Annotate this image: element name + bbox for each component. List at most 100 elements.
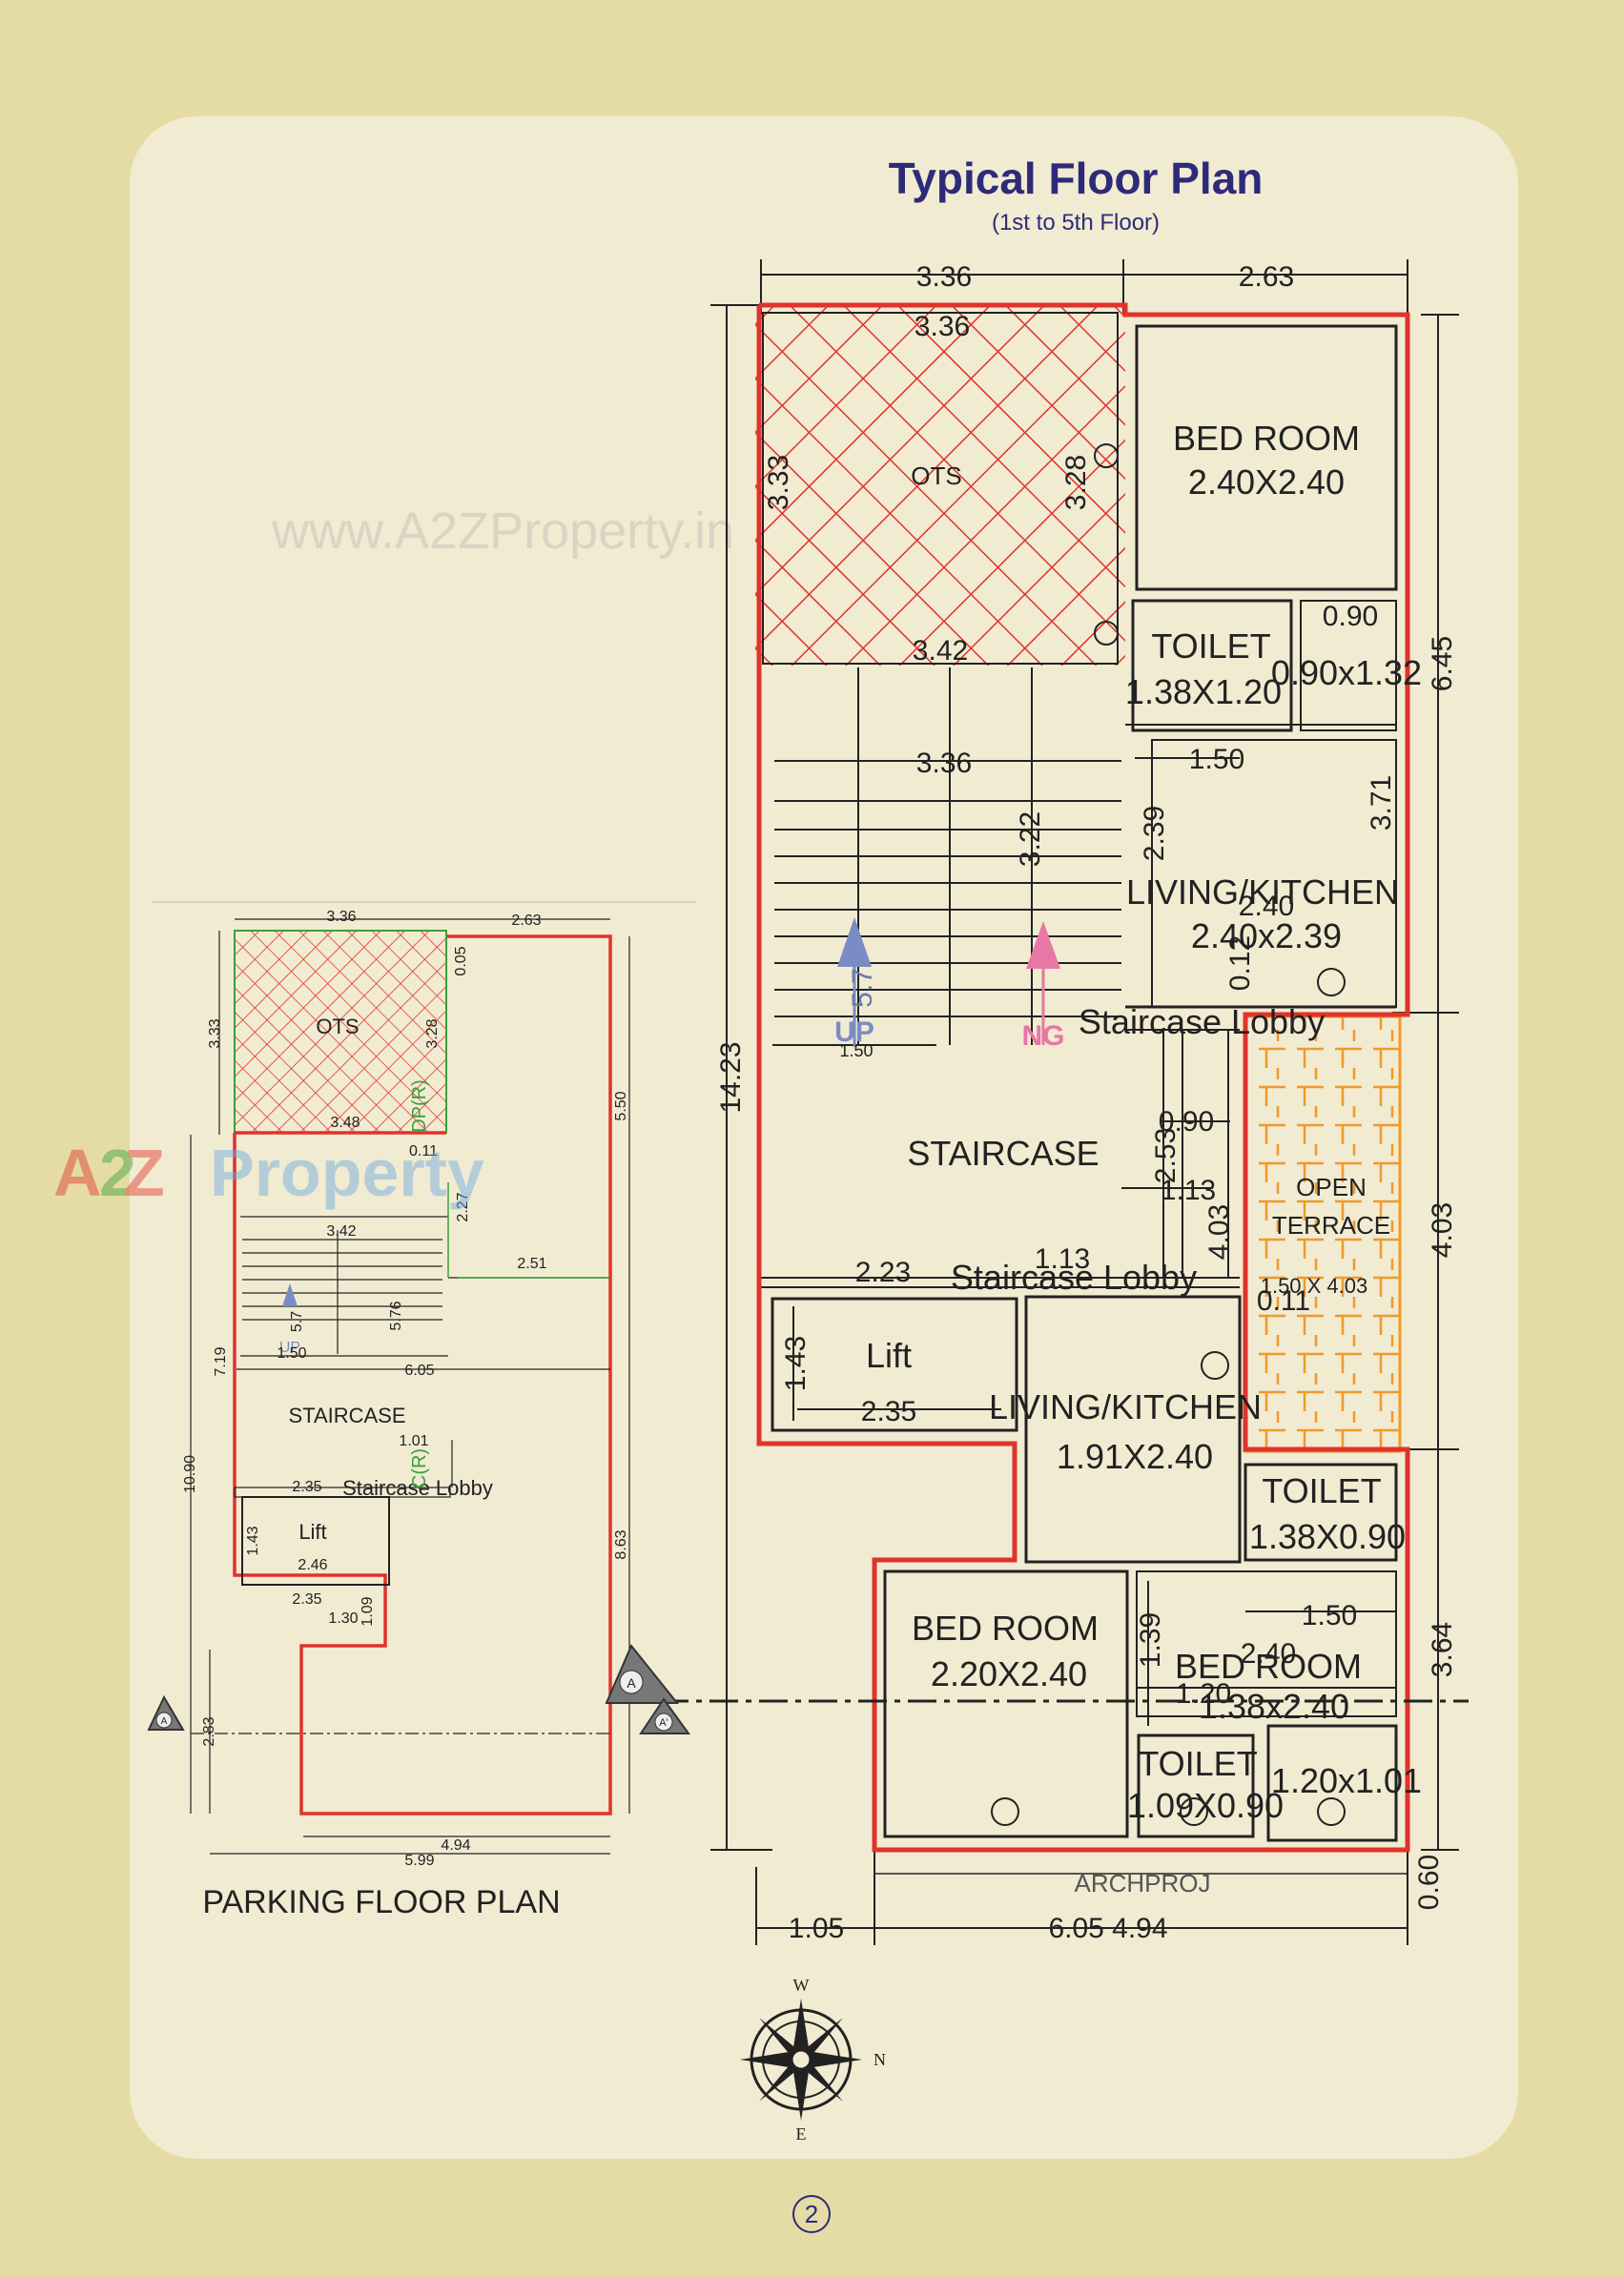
dim-150a: 1.50 bbox=[1189, 744, 1244, 775]
bed-room-2-size: 2.20X2.40 bbox=[931, 1654, 1087, 1693]
p-dim-109: 1.09 bbox=[360, 1596, 376, 1626]
bed-room-1-label: BED ROOM bbox=[1173, 419, 1360, 458]
dim-011: 0.11 bbox=[1257, 1285, 1310, 1317]
parking-staircase-lobby-label: Staircase Lobby bbox=[342, 1476, 493, 1500]
section-marker-a-prime: A' bbox=[639, 1697, 690, 1734]
bed-room-3-size: 1.38x2.40 bbox=[1199, 1687, 1349, 1726]
p-dim-251: 2.51 bbox=[517, 1256, 546, 1272]
toilet-3-label: TOILET bbox=[1138, 1744, 1257, 1783]
p-dim-605: 6.05 bbox=[404, 1363, 434, 1379]
bed-room-1-size: 2.40X2.40 bbox=[1188, 462, 1345, 502]
p-dim-283: 2.83 bbox=[201, 1716, 217, 1746]
p-dim-235a: 2.35 bbox=[292, 1479, 321, 1495]
dim-403b: 4.03 bbox=[1427, 1202, 1458, 1258]
typical-floor-plan bbox=[610, 259, 1469, 1945]
page-title: Typical Floor Plan bbox=[889, 154, 1264, 203]
dim-stair-landing: 1.50 bbox=[839, 1041, 873, 1060]
parking-plan-title: PARKING FLOOR PLAN bbox=[202, 1884, 560, 1920]
living-kitchen-2-size: 1.91X2.40 bbox=[1057, 1437, 1213, 1476]
open-terrace-label-2: TERRACE bbox=[1272, 1211, 1390, 1240]
dim-stair-right: 3.22 bbox=[1015, 811, 1046, 867]
marker-a-prime-label: A' bbox=[659, 1717, 668, 1729]
dim-150b: 1.50 bbox=[1302, 1600, 1357, 1631]
parking-floor-plan bbox=[190, 918, 630, 1855]
watermark-brand-2: 2 bbox=[99, 1136, 136, 1210]
up-label: UP bbox=[834, 1016, 874, 1048]
p-dim-719: 7.19 bbox=[213, 1346, 229, 1376]
dim-stair-width: 3.36 bbox=[916, 748, 972, 779]
p-dim-143: 1.43 bbox=[245, 1526, 261, 1555]
lift-label: Lift bbox=[866, 1336, 912, 1375]
p-dim-235b: 2.35 bbox=[292, 1591, 321, 1608]
p-dim-494: 4.94 bbox=[441, 1837, 470, 1854]
p-dim-263: 2.63 bbox=[511, 913, 541, 929]
watermark-brand-property: Property bbox=[210, 1136, 484, 1210]
watermark-brand-z: Z bbox=[124, 1136, 165, 1210]
bed-room-2-label: BED ROOM bbox=[912, 1609, 1099, 1648]
staircase-label: STAIRCASE bbox=[907, 1134, 1099, 1173]
compass-e: E bbox=[796, 2124, 807, 2144]
staircase-lobby-top-label: Staircase Lobby bbox=[1079, 1002, 1325, 1041]
dim-403a: 4.03 bbox=[1203, 1204, 1235, 1260]
dim-top-right: 2.63 bbox=[1239, 261, 1294, 293]
p-dim-150: 1.50 bbox=[277, 1345, 306, 1362]
living-kitchen-2-label: LIVING/KITCHEN bbox=[989, 1387, 1262, 1426]
p-dim-1090: 10.90 bbox=[182, 1455, 198, 1493]
open-terrace-size: 1.50 X 4.03 bbox=[1261, 1274, 1368, 1298]
dim-ots-bottom: 3.42 bbox=[913, 635, 968, 667]
dim-120: 1.20 bbox=[1176, 1678, 1231, 1710]
p-dim-57: 5.7 bbox=[289, 1311, 305, 1332]
dim-143: 1.43 bbox=[780, 1336, 812, 1391]
toilet-1-label: TOILET bbox=[1151, 626, 1270, 666]
staircase-lobby-bottom-label: Staircase Lobby bbox=[951, 1258, 1197, 1297]
dim-ots-top: 3.36 bbox=[915, 311, 970, 342]
section-marker-left: A bbox=[147, 1694, 185, 1731]
dim-ots-left: 3.33 bbox=[763, 455, 794, 510]
dim-060: 0.60 bbox=[1413, 1855, 1445, 1910]
marker-left-label: A bbox=[161, 1716, 168, 1727]
watermark-brand-a: A bbox=[53, 1136, 102, 1210]
parking-ots-label: OTS bbox=[316, 1015, 359, 1038]
section-marker-a: A bbox=[605, 1644, 680, 1704]
toilet-1-size: 1.38X1.20 bbox=[1125, 672, 1282, 711]
p-dim-011: 0.11 bbox=[409, 1143, 438, 1159]
parking-dp-label: DP(R) bbox=[409, 1079, 430, 1133]
parking-lift-label: Lift bbox=[298, 1520, 326, 1544]
dim-645: 6.45 bbox=[1427, 636, 1458, 691]
archproj-label: ARCHPROJ bbox=[1074, 1869, 1210, 1898]
dim-364: 3.64 bbox=[1427, 1622, 1458, 1677]
dim-239: 2.39 bbox=[1139, 806, 1170, 861]
p-dim-246: 2.46 bbox=[298, 1557, 327, 1573]
p-dim-328: 3.28 bbox=[424, 1018, 441, 1048]
parking-up-label: UP bbox=[279, 1340, 300, 1356]
dim-113a: 1.13 bbox=[1161, 1175, 1216, 1206]
p-dim-005: 0.05 bbox=[453, 946, 469, 975]
p-dim-576: 5.76 bbox=[388, 1301, 404, 1330]
p-dim-101: 1.01 bbox=[399, 1433, 428, 1449]
bed-room-3-label: BED ROOM bbox=[1175, 1647, 1362, 1686]
living-kitchen-1-size: 2.40x2.39 bbox=[1191, 916, 1342, 955]
dim-top-left: 3.36 bbox=[916, 261, 972, 293]
parking-plan-labels: PARKING FLOOR PLAN OTS STAIRCASE Stairca… bbox=[182, 909, 629, 1920]
p-dim-599: 5.99 bbox=[404, 1853, 434, 1869]
living-kitchen-1-label: LIVING/KITCHEN bbox=[1126, 872, 1399, 912]
dim-012: 0.12 bbox=[1224, 935, 1256, 991]
dim-223: 2.23 bbox=[855, 1257, 911, 1288]
dim-1423: 14.23 bbox=[715, 1041, 747, 1113]
p-dim-130: 1.30 bbox=[328, 1610, 358, 1627]
dim-371: 3.71 bbox=[1366, 775, 1397, 831]
dim-090a: 0.90 bbox=[1323, 601, 1378, 632]
dim-ots-right: 3.28 bbox=[1060, 455, 1092, 510]
p-dim-550: 5.50 bbox=[613, 1091, 629, 1120]
dim-240a: 2.40 bbox=[1239, 891, 1294, 922]
typical-plan-labels: OTS BED ROOM 2.40X2.40 TOILET 1.38X1.20 … bbox=[715, 261, 1458, 1944]
p-dim-227: 2.27 bbox=[455, 1192, 471, 1221]
dim-139: 1.39 bbox=[1135, 1612, 1166, 1668]
p-dim-863: 8.63 bbox=[613, 1529, 629, 1559]
page-subtitle: (1st to 5th Floor) bbox=[992, 210, 1160, 236]
compass-rose-icon: W N E bbox=[740, 1976, 886, 2144]
dim-bottom-left: 1.05 bbox=[789, 1913, 844, 1944]
open-terrace-label-1: OPEN bbox=[1296, 1173, 1367, 1201]
parking-staircase-label: STAIRCASE bbox=[288, 1404, 405, 1427]
toilet-2-label: TOILET bbox=[1262, 1471, 1381, 1510]
